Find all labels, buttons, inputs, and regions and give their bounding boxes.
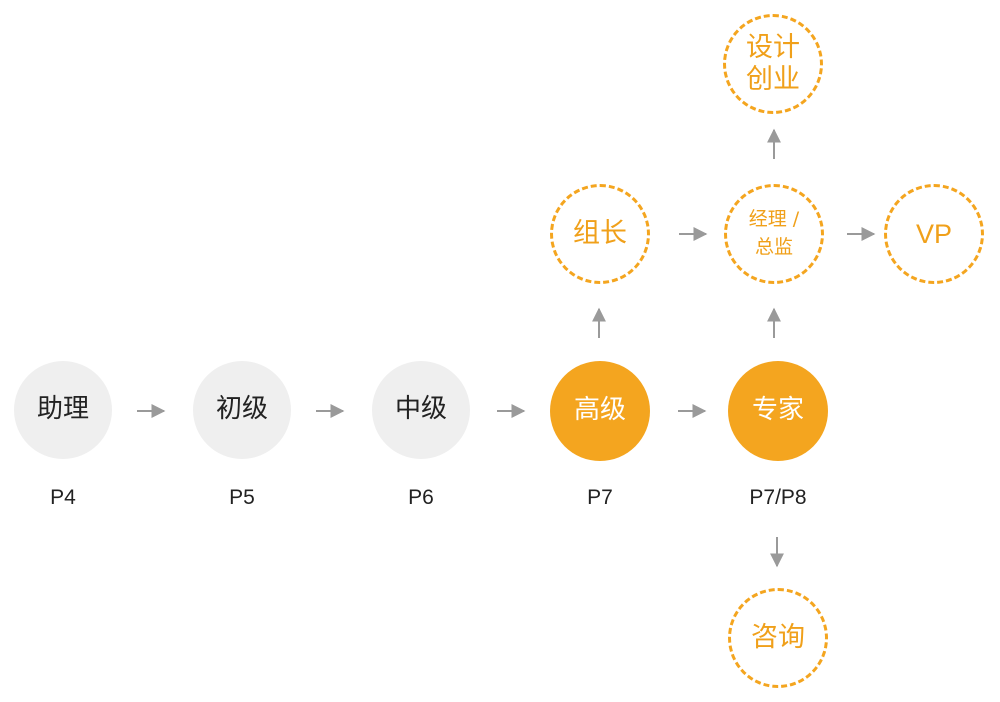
node-vp: VP — [884, 184, 984, 284]
node-consulting: 咨询 — [728, 588, 828, 688]
node-senior: 高级 — [550, 361, 650, 461]
level-label-expert: P7/P8 — [749, 486, 807, 509]
level-label-junior: P5 — [229, 486, 255, 509]
level-label-senior: P7 — [587, 486, 613, 509]
node-mid: 中级 — [372, 361, 470, 459]
node-junior: 初级 — [193, 361, 291, 459]
node-group-leader: 组长 — [550, 184, 650, 284]
level-label-mid: P6 — [408, 486, 434, 509]
node-expert: 专家 — [728, 361, 828, 461]
node-assistant: 助理 — [14, 361, 112, 459]
node-manager-director: 经理 / 总监 — [724, 184, 824, 284]
level-label-assistant: P4 — [50, 486, 76, 509]
node-design-startup: 设计 创业 — [723, 14, 823, 114]
